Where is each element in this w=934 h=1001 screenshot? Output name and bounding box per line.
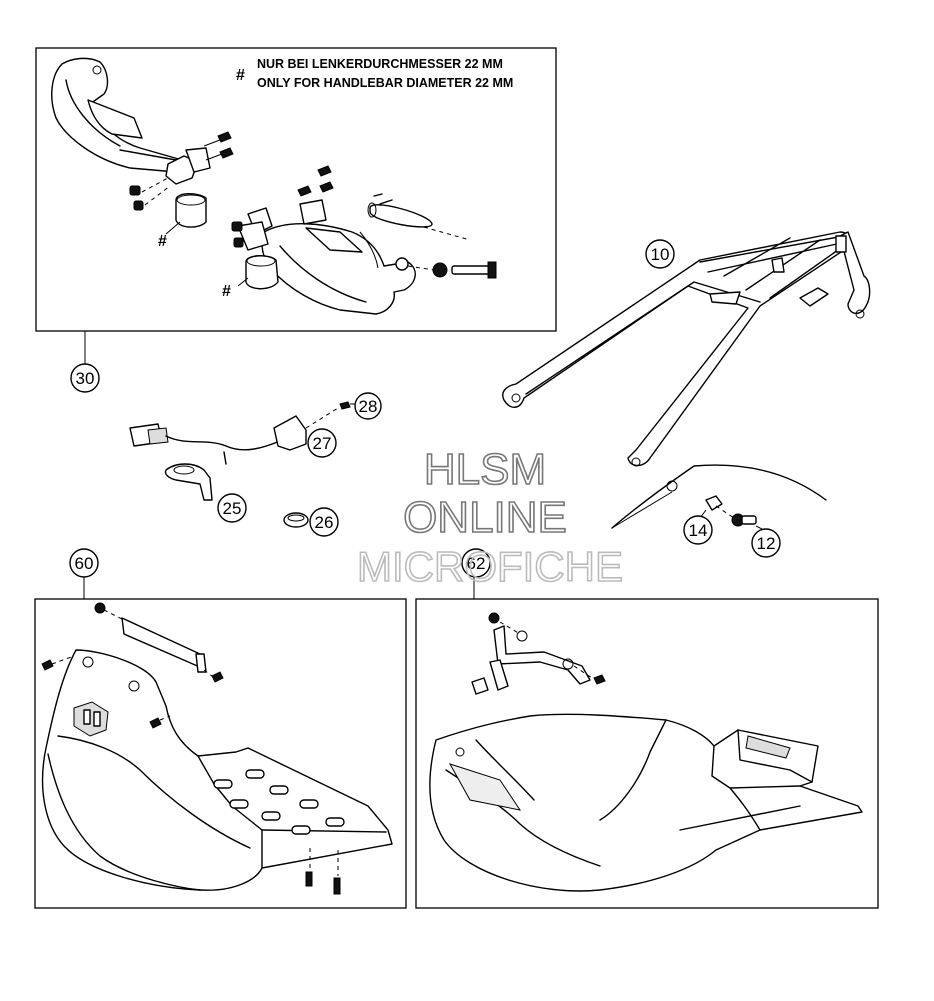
right-clamp-parts xyxy=(231,165,334,290)
skid-plate-60 xyxy=(41,649,393,891)
right-handguard xyxy=(261,193,497,315)
skid-plate-60-hardware xyxy=(41,602,341,895)
callout-25: 25 xyxy=(217,493,247,523)
svg-text:28: 28 xyxy=(359,397,378,416)
watermark-line3: MICROFICHE xyxy=(357,543,623,590)
svg-text:26: 26 xyxy=(315,513,334,532)
svg-text:62: 62 xyxy=(467,554,486,573)
skid-plate-60-box xyxy=(34,598,407,909)
svg-text:30: 30 xyxy=(76,369,95,388)
hash-left-spacer: # xyxy=(158,233,167,250)
rear-fender-mount xyxy=(611,464,827,531)
callout-26: 26 xyxy=(309,507,339,537)
note-line-de: NUR BEI LENKERDURCHMESSER 22 MM xyxy=(257,57,503,71)
svg-text:25: 25 xyxy=(223,499,242,518)
callout-14: 14 xyxy=(683,515,713,545)
svg-text:10: 10 xyxy=(651,245,670,264)
note-line-en: ONLY FOR HANDLEBAR DIAMETER 22 MM xyxy=(257,76,513,90)
handguard-box xyxy=(35,47,557,332)
skid-plate-62-bracket xyxy=(471,612,606,695)
skid-plate-62 xyxy=(429,713,863,892)
callout-60: 60 xyxy=(69,548,99,578)
left-handguard xyxy=(51,57,183,173)
svg-text:12: 12 xyxy=(757,534,776,553)
left-clamp-parts xyxy=(129,131,234,235)
svg-text:60: 60 xyxy=(75,554,94,573)
callout-10: 10 xyxy=(645,239,675,269)
watermark: HLSM ONLINE MICROFICHE xyxy=(356,444,624,591)
callout-27: 27 xyxy=(307,428,337,458)
sensor-wiring xyxy=(129,401,356,528)
luggage-rack xyxy=(502,231,871,467)
hash-right-spacer: # xyxy=(222,283,231,300)
svg-text:14: 14 xyxy=(689,521,708,540)
callout-62: 62 xyxy=(461,548,491,578)
callout-28: 28 xyxy=(354,392,382,420)
note-marker: # xyxy=(236,67,245,84)
callout-30: 30 xyxy=(70,363,100,393)
svg-text:27: 27 xyxy=(313,434,332,453)
callout-12: 12 xyxy=(751,528,781,558)
watermark-line1: HLSM xyxy=(424,445,546,494)
watermark-line2: ONLINE xyxy=(403,493,567,542)
skid-plate-62-box xyxy=(415,598,879,909)
